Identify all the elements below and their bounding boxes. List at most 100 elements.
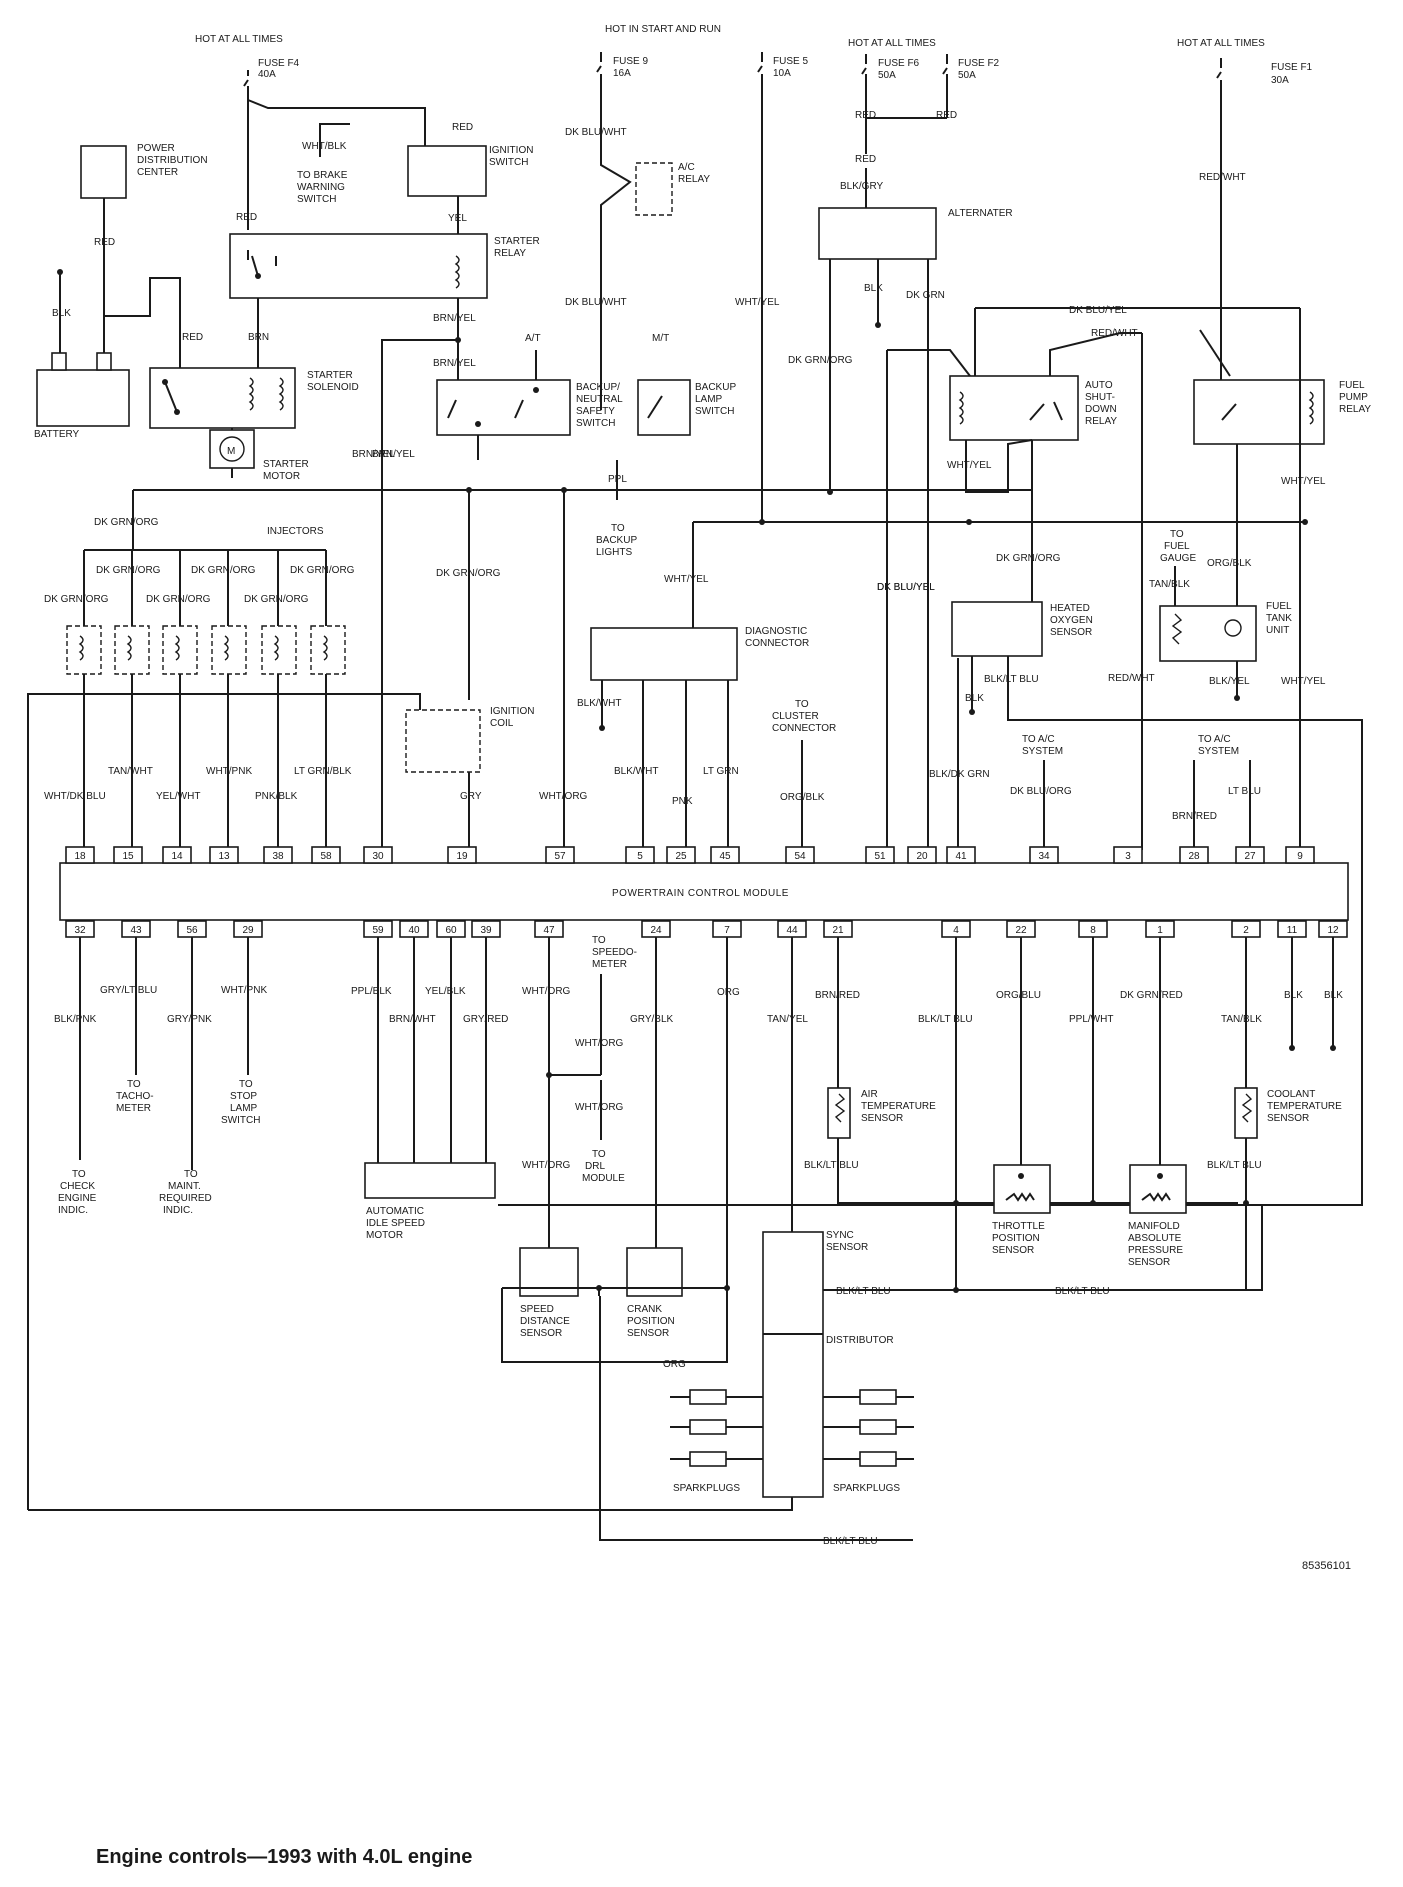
svg-text:SWITCH: SWITCH: [297, 194, 336, 205]
svg-text:DK BLU/YEL: DK BLU/YEL: [1069, 305, 1127, 316]
svg-text:WHT/ORG: WHT/ORG: [575, 1102, 624, 1113]
svg-text:TO: TO: [795, 699, 809, 710]
svg-text:SWITCH: SWITCH: [221, 1115, 260, 1126]
svg-text:TO: TO: [184, 1169, 198, 1180]
svg-text:BLK/GRY: BLK/GRY: [840, 181, 883, 192]
pcm-bottom-pin-label: 59: [372, 925, 384, 936]
pcm-top-pin-box: [1235, 846, 1265, 864]
svg-text:PNK/BLK: PNK/BLK: [255, 791, 298, 802]
svg-text:DK GRN/RED: DK GRN/RED: [1120, 990, 1183, 1001]
pcm-top-pin-label: 5: [637, 851, 643, 862]
svg-text:FUEL: FUEL: [1339, 380, 1365, 391]
starter-relay: [229, 233, 488, 299]
svg-text:ORG: ORG: [717, 987, 740, 998]
pcm-top-pin-label: 58: [320, 851, 332, 862]
svg-text:SENSOR: SENSOR: [826, 1242, 868, 1253]
svg-text:DK BLU/YEL: DK BLU/YEL: [877, 582, 935, 593]
distributor: [762, 1231, 824, 1498]
svg-text:BRN/YEL: BRN/YEL: [372, 449, 415, 460]
alternator-label: ALTERNATER: [948, 208, 1013, 219]
svg-text:DRL: DRL: [585, 1161, 605, 1172]
svg-text:M: M: [227, 446, 235, 457]
pcm-top-pin-label: 51: [874, 851, 886, 862]
pcm-bottom-pin-label: 43: [130, 925, 142, 936]
pcm-top-pin-box: [209, 846, 239, 864]
fuse-5-label: FUSE 5: [773, 56, 808, 67]
svg-text:WARNING: WARNING: [297, 182, 345, 193]
diagnostic-connector: [590, 627, 738, 681]
svg-text:BLK: BLK: [864, 283, 883, 294]
svg-text:TAN/WHT: TAN/WHT: [108, 766, 153, 777]
fuse-f6-label: FUSE F6: [878, 58, 920, 69]
svg-text:TO: TO: [611, 523, 625, 534]
svg-text:SENSOR: SENSOR: [1128, 1257, 1170, 1268]
svg-text:BLK: BLK: [965, 693, 984, 704]
svg-text:DK GRN/ORG: DK GRN/ORG: [788, 355, 853, 366]
svg-text:THROTTLE: THROTTLE: [992, 1221, 1045, 1232]
svg-text:PPL/WHT: PPL/WHT: [1069, 1014, 1113, 1025]
svg-text:COOLANT: COOLANT: [1267, 1089, 1315, 1100]
injectors-label: INJECTORS: [267, 526, 324, 537]
manifold-absolute-pressure-sensor: [1129, 1164, 1187, 1214]
svg-text:SENSOR: SENSOR: [992, 1245, 1034, 1256]
svg-text:RELAY: RELAY: [678, 174, 710, 185]
svg-text:LT BLU: LT BLU: [1228, 786, 1261, 797]
svg-text:STARTER: STARTER: [494, 236, 540, 247]
svg-text:RED: RED: [855, 110, 876, 121]
svg-text:TO: TO: [592, 1149, 606, 1160]
svg-text:BRN/WHT: BRN/WHT: [389, 1014, 436, 1025]
svg-text:MOTOR: MOTOR: [366, 1230, 403, 1241]
pcm-bottom-pin-label: 39: [480, 925, 492, 936]
svg-text:CENTER: CENTER: [137, 167, 178, 178]
pcm-top-pin-box: [865, 846, 895, 864]
svg-text:WHT/BLK: WHT/BLK: [302, 141, 347, 152]
pcm-top-pin-box: [263, 846, 293, 864]
pcm-top-pin-label: 54: [794, 851, 806, 862]
svg-text:RED/WHT: RED/WHT: [1199, 172, 1246, 183]
svg-text:DK GRN/ORG: DK GRN/ORG: [436, 568, 501, 579]
svg-text:BACKUP: BACKUP: [596, 535, 637, 546]
svg-text:WHT/ORG: WHT/ORG: [575, 1038, 624, 1049]
svg-text:WHT/DK BLU: WHT/DK BLU: [44, 791, 106, 802]
svg-text:METER: METER: [116, 1103, 151, 1114]
svg-text:WHT/YEL: WHT/YEL: [1281, 676, 1326, 687]
svg-text:SOLENOID: SOLENOID: [307, 382, 359, 393]
svg-text:SENSOR: SENSOR: [1050, 627, 1092, 638]
ignition-switch: [407, 145, 487, 197]
alternator: [818, 207, 937, 260]
pcm-top-pin-box: [785, 846, 815, 864]
idle-speed-motor: [364, 1162, 496, 1199]
svg-text:BLK/LT BLU: BLK/LT BLU: [1207, 1160, 1262, 1171]
svg-text:SWITCH: SWITCH: [576, 418, 615, 429]
pcm-bottom-pin-label: 11: [1287, 925, 1298, 936]
svg-text:SAFETY: SAFETY: [576, 406, 615, 417]
air-temperature-sensor: [827, 1087, 851, 1139]
pcm-top-pin-box: [447, 846, 477, 864]
svg-text:LT GRN/BLK: LT GRN/BLK: [294, 766, 352, 777]
svg-text:BRN: BRN: [248, 332, 269, 343]
svg-text:DK GRN/ORG: DK GRN/ORG: [244, 594, 309, 605]
battery: [36, 369, 130, 427]
pcm-top-pin-label: 14: [171, 851, 183, 862]
svg-text:SWITCH: SWITCH: [489, 157, 528, 168]
svg-text:ORG/BLK: ORG/BLK: [1207, 558, 1252, 569]
svg-text:PNK: PNK: [672, 796, 693, 807]
svg-text:CRANK: CRANK: [627, 1304, 662, 1315]
svg-text:PRESSURE: PRESSURE: [1128, 1245, 1183, 1256]
svg-text:BACKUP: BACKUP: [695, 382, 736, 393]
svg-text:WHT/YEL: WHT/YEL: [664, 574, 709, 585]
svg-text:SYNC: SYNC: [826, 1230, 854, 1241]
svg-text:NEUTRAL: NEUTRAL: [576, 394, 623, 405]
pcm-bottom-pin-label: 44: [786, 925, 798, 936]
svg-text:PPL/BLK: PPL/BLK: [351, 986, 392, 997]
svg-text:DK BLU/WHT: DK BLU/WHT: [565, 297, 627, 308]
svg-text:SENSOR: SENSOR: [627, 1328, 669, 1339]
svg-text:SYSTEM: SYSTEM: [1022, 746, 1063, 757]
sparkplugs-right: [823, 1389, 914, 1467]
svg-text:TO: TO: [127, 1079, 141, 1090]
svg-text:SYSTEM: SYSTEM: [1198, 746, 1239, 757]
svg-text:16A: 16A: [613, 68, 631, 79]
fuse-f1-label: FUSE F1: [1271, 62, 1313, 73]
